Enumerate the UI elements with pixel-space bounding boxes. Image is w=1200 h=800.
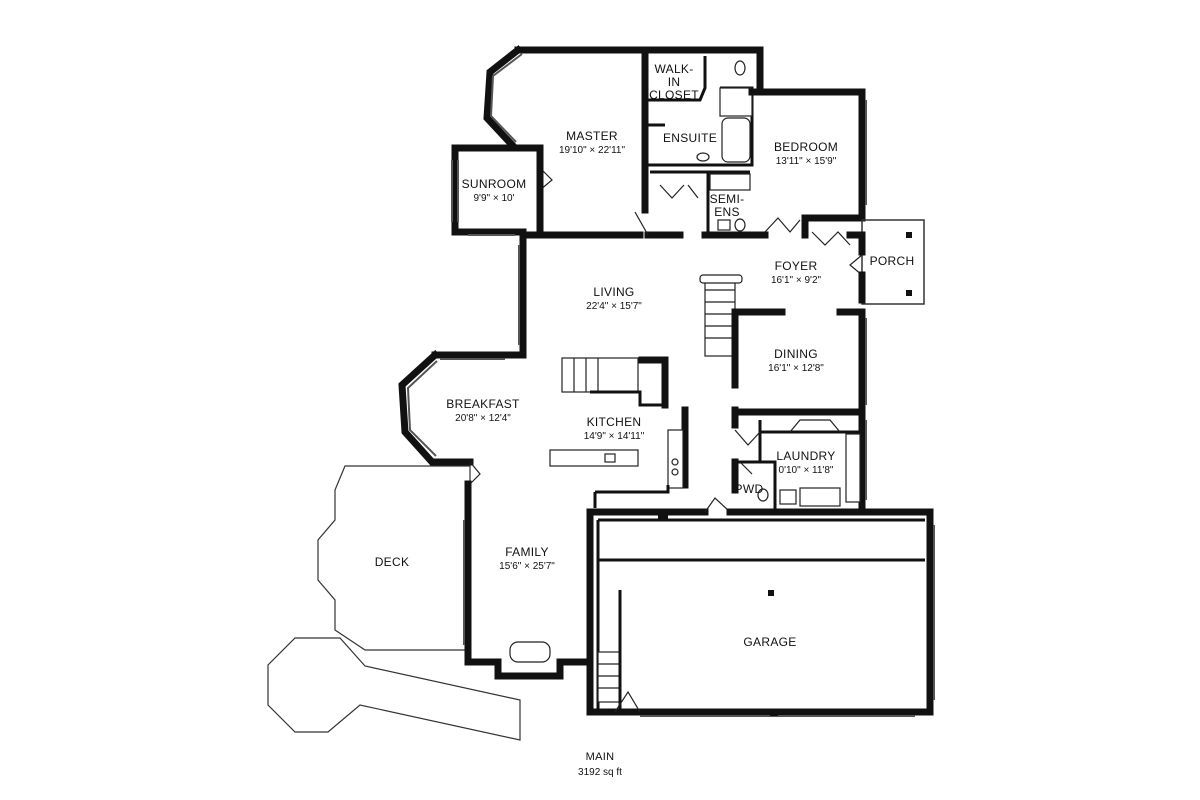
- center-stairs: [699, 274, 866, 389]
- breakfast-label: BREAKFAST: [446, 397, 520, 411]
- dining-dims: 16'1" × 12'8": [768, 363, 824, 374]
- kitchen-label: KITCHEN: [587, 415, 642, 429]
- garage-walls: [586, 497, 935, 717]
- family-walls: [463, 480, 594, 716]
- family-dims: 15'6" × 25'7": [499, 561, 555, 572]
- garage-label: GARAGE: [743, 635, 796, 649]
- family-label: FAMILY: [505, 545, 549, 559]
- dining-walls: [858, 308, 867, 416]
- dining-label: DINING: [774, 347, 818, 361]
- kitchen-fixtures: [549, 356, 689, 508]
- level-name: MAIN: [585, 751, 615, 763]
- sunroom-dims: 9'9" × 10': [473, 193, 514, 204]
- deck-label: DECK: [375, 555, 410, 569]
- master-dims: 19'10" × 22'11": [559, 145, 626, 156]
- living-label: LIVING: [593, 285, 634, 299]
- semi-ens-label-1: SEMI-: [710, 192, 745, 206]
- porch-label: PORCH: [870, 254, 915, 268]
- bedroom-label: BEDROOM: [774, 140, 838, 154]
- master-wing-walls: [483, 45, 764, 239]
- living-dims: 22'4" × 15'7": [586, 301, 642, 312]
- living-walls: [431, 231, 527, 360]
- walk-in-closet-label-3: CLOSET: [649, 88, 699, 102]
- breakfast-dims: 20'8" × 12'4": [455, 413, 511, 424]
- deck-outline: [267, 465, 521, 741]
- pwd-label: PWD: [735, 482, 764, 496]
- semi-ens-label-2: ENS: [714, 205, 740, 219]
- sunroom-walls: [451, 144, 553, 236]
- walk-in-closet-label-1: WALK-: [654, 62, 693, 76]
- porch-walls: [849, 219, 925, 305]
- sunroom-label: SUNROOM: [462, 177, 527, 191]
- room-labels: MASTER 19'10" × 22'11" WALK- IN CLOSET E…: [375, 62, 915, 649]
- laundry-dims: 0'10" × 11'8": [779, 465, 834, 476]
- laundry-walls: [731, 406, 867, 512]
- bedroom-walls: [748, 88, 867, 246]
- foyer-label: FOYER: [775, 259, 818, 273]
- bedroom-dims: 13'11" × 15'9": [776, 156, 837, 167]
- foyer-dims: 16'1" × 9'2": [771, 275, 822, 286]
- laundry-label: LAUNDRY: [776, 449, 835, 463]
- master-label: MASTER: [566, 129, 618, 143]
- ensuite-label: ENSUITE: [663, 131, 717, 145]
- level-area: 3192 sq ft: [578, 767, 622, 778]
- kitchen-dims: 14'9" × 14'11": [584, 431, 645, 442]
- breakfast-bay-walls: [398, 350, 481, 485]
- walk-in-closet-label-2: IN: [668, 75, 681, 89]
